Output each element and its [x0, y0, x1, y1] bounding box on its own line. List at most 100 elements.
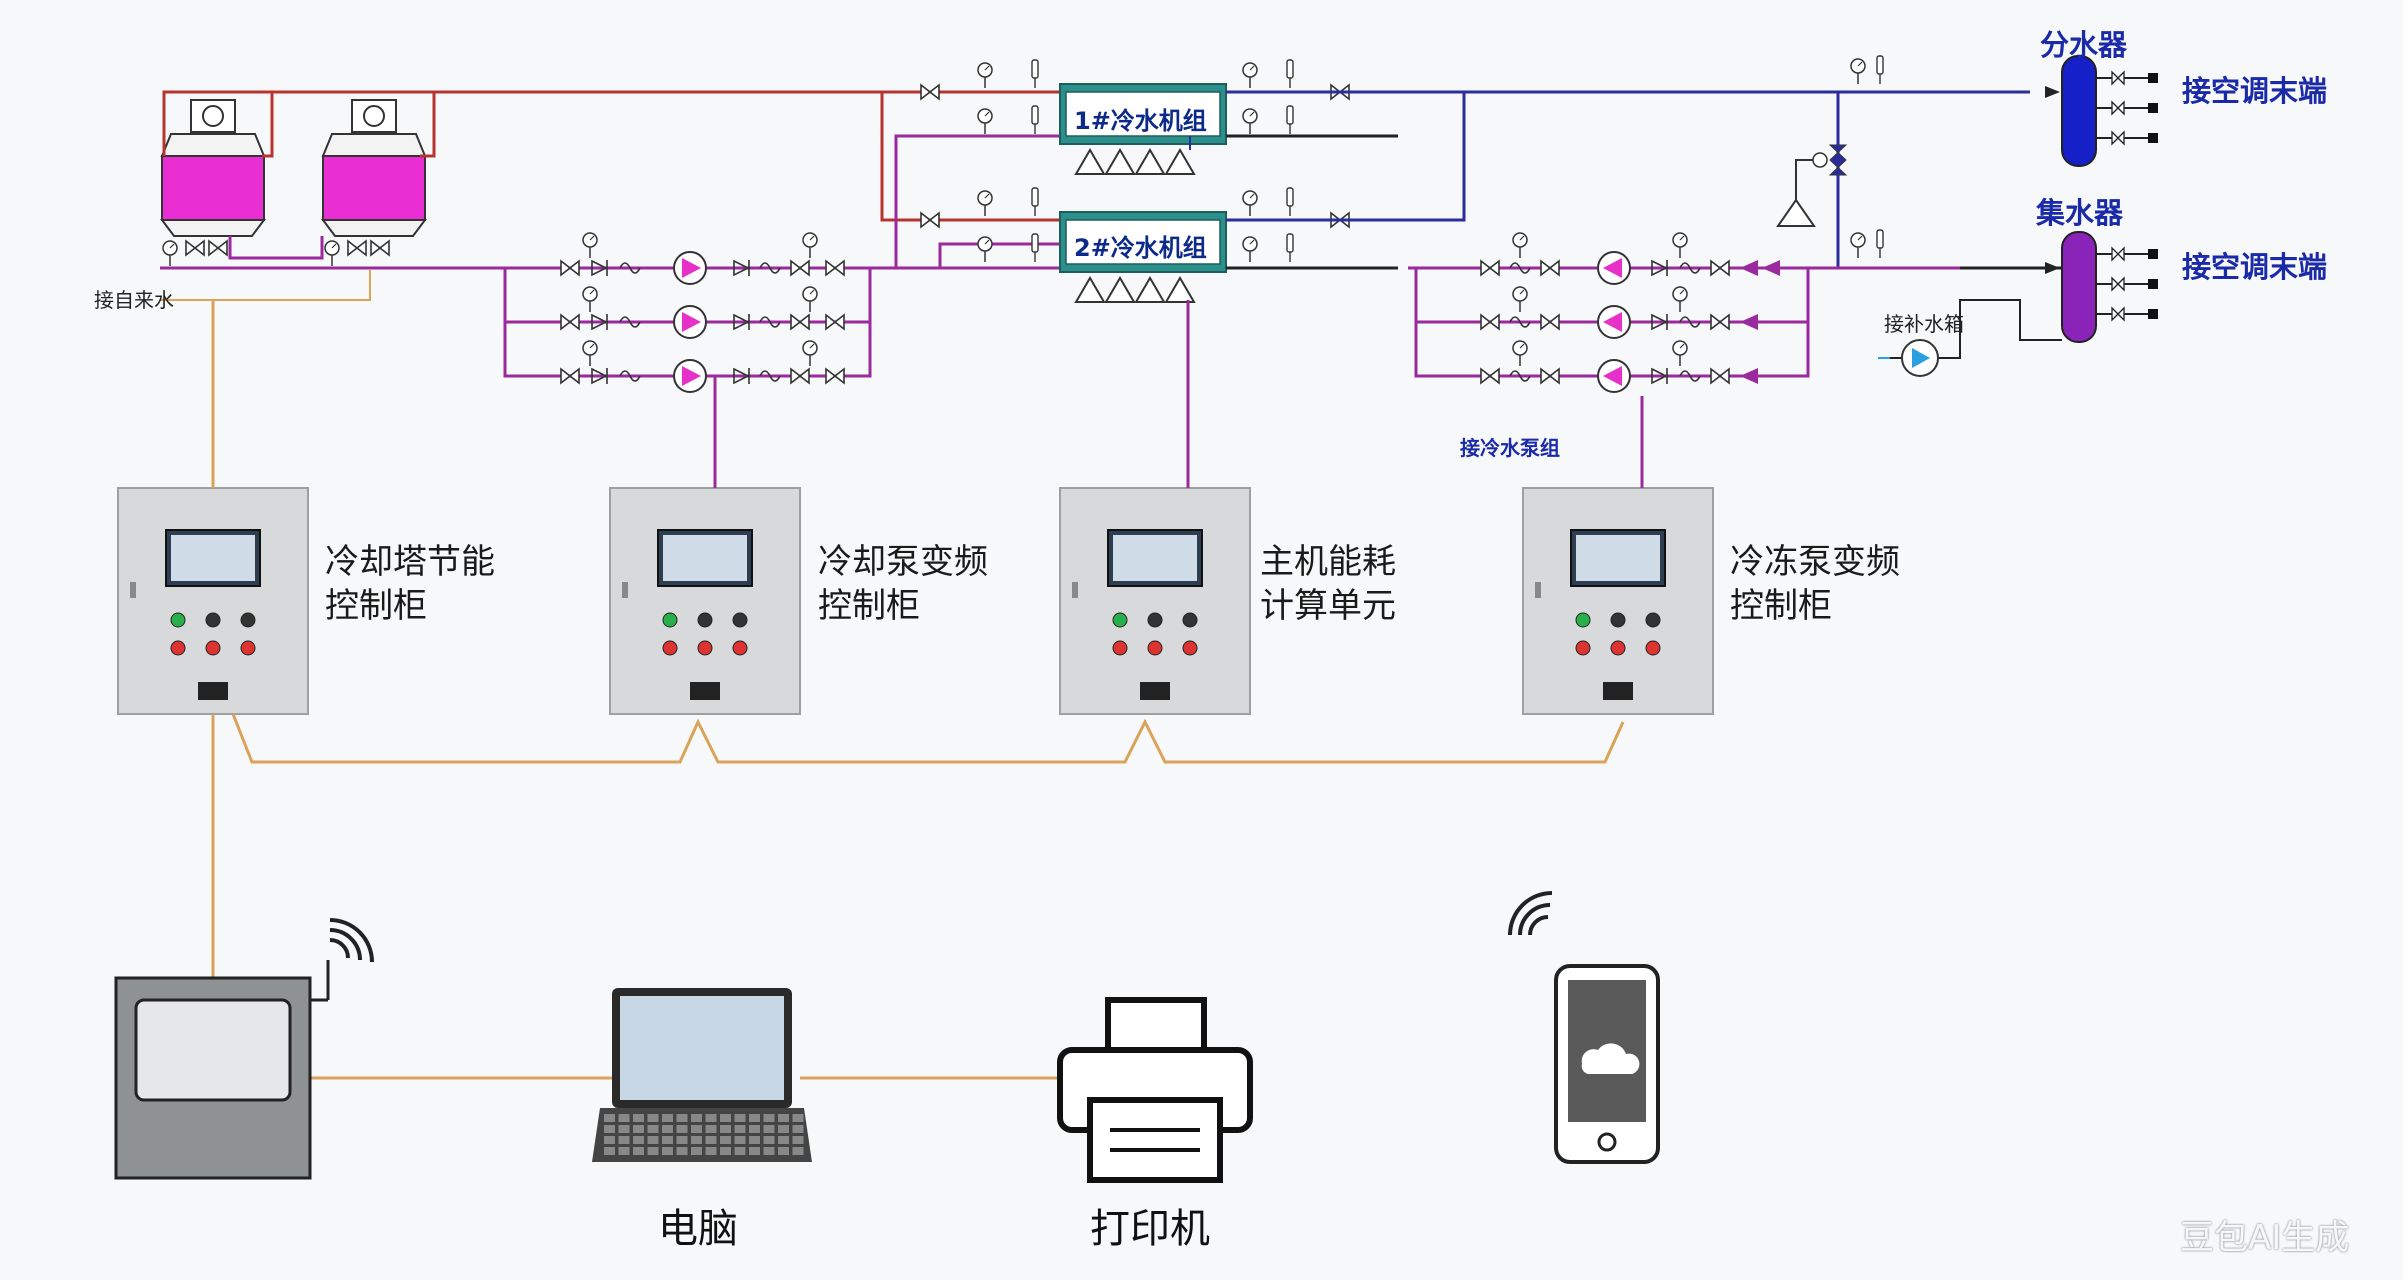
pressure-gauge-icon: [1850, 58, 1866, 84]
chiller-support-icon: [1164, 148, 1196, 175]
cabinet-button-icon: [170, 612, 186, 628]
support-icon: [1776, 198, 1816, 227]
thermometer-icon: [1876, 229, 1884, 258]
cabinet-button-icon: [1610, 640, 1626, 656]
flow-arrow-icon: [2045, 86, 2060, 98]
valve-icon: [920, 83, 940, 101]
laptop-key-icon: [705, 1125, 717, 1133]
valve-icon: [560, 313, 580, 331]
thermometer-icon: [1286, 105, 1294, 134]
laptop-key-icon: [778, 1136, 789, 1144]
cabinet-2-line1: 冷却泵变频: [818, 542, 988, 582]
laptop-key-icon: [705, 1114, 717, 1122]
thermometer-icon: [1031, 59, 1039, 88]
valve-icon: [825, 313, 845, 331]
cabinet-button-icon: [662, 640, 678, 656]
thermometer-icon: [1031, 187, 1039, 216]
laptop-key-icon: [763, 1114, 775, 1122]
check-valve-icon: [1651, 259, 1668, 277]
flow-arrow-icon: [1740, 368, 1758, 384]
valve-icon: [1710, 259, 1730, 277]
laptop-key-icon: [705, 1147, 717, 1155]
laptop-key-icon: [647, 1125, 659, 1133]
laptop-key-icon: [647, 1114, 659, 1122]
pressure-gauge-icon: [582, 232, 598, 258]
cabinet-button-icon: [205, 612, 221, 628]
laptop-key-icon: [662, 1136, 673, 1144]
pressure-gauge-icon: [1672, 286, 1688, 312]
cabinet-button-icon: [240, 640, 256, 656]
cooling-tower-2: [321, 99, 427, 237]
cabinet-button-icon: [1182, 640, 1198, 656]
laptop-key-icon: [618, 1136, 630, 1144]
cooling-makeup-label: 接自来水: [94, 288, 174, 312]
cabinet-button-icon: [1645, 612, 1661, 628]
makeup-pipe: [1878, 299, 2062, 359]
return-terminal-label: 接空调末端: [2182, 250, 2328, 284]
cabinet-1-label: 冷却塔节能控制柜: [325, 540, 495, 628]
laptop-key-icon: [676, 1114, 688, 1122]
chilled-pump-group-label: 接冷水泵组: [1460, 436, 1560, 460]
thermometer-icon: [1286, 233, 1294, 262]
laptop-key-icon: [720, 1147, 731, 1155]
cabinet-button-icon: [662, 612, 678, 628]
flex-joint-icon: [619, 370, 641, 382]
flex-joint-icon: [1509, 262, 1531, 274]
computer-label: 电脑: [658, 1206, 738, 1252]
flow-arrow-icon: [1740, 314, 1758, 330]
valve-icon: [1480, 259, 1500, 277]
cabinet-handle-icon: [1535, 582, 1541, 598]
cooling-tower-1: [160, 99, 266, 237]
pressure-gauge-icon: [1672, 340, 1688, 366]
laptop-key-icon: [763, 1136, 775, 1144]
thermometer-icon: [1876, 55, 1884, 84]
valve-icon: [1540, 259, 1560, 277]
laptop-key-icon: [647, 1147, 659, 1155]
flow-arrow-icon: [1740, 260, 1758, 276]
cabinet-chilled-pump: [1522, 487, 1714, 715]
tower-gauge-icon: [324, 240, 340, 266]
cabinet-2-line2: 控制柜: [818, 586, 920, 626]
tower-fill-icon: [161, 155, 265, 221]
pressure-gauge-icon: [1242, 236, 1258, 262]
cooling-pump-icon: [673, 359, 707, 393]
laptop-key-icon: [734, 1125, 746, 1133]
makeup-tank-label: 接补水箱: [1884, 312, 1964, 336]
cabinet-button-icon: [1147, 640, 1163, 656]
makeup-pump-arrow-icon: [1912, 348, 1930, 368]
cabinet-port-icon: [690, 682, 720, 700]
cooling-pump-icon: [673, 251, 707, 285]
laptop-key-icon: [604, 1125, 615, 1133]
chiller-2: [1059, 211, 1227, 303]
laptop-key-icon: [778, 1114, 789, 1122]
chiller-1-label: 1#冷水机组: [1074, 107, 1207, 135]
flex-joint-icon: [759, 370, 781, 382]
laptop-key-icon: [763, 1147, 775, 1155]
cabinet-cooling-pump: [609, 487, 801, 715]
fan-icon: [363, 105, 385, 127]
cabinet-3-line1: 主机能耗: [1260, 542, 1396, 582]
cabinet-3-label: 主机能耗计算单元: [1260, 540, 1396, 628]
support-line: [1795, 159, 1813, 200]
thermometer-icon: [1286, 187, 1294, 216]
pressure-gauge-icon: [977, 236, 993, 262]
cabinet-button-icon: [1645, 640, 1661, 656]
printer-tray-icon: [1087, 1097, 1223, 1183]
laptop-key-icon: [676, 1136, 688, 1144]
laptop-key-icon: [778, 1125, 789, 1133]
cabinet-handle-icon: [622, 582, 628, 598]
valve-icon: [825, 367, 845, 385]
chiller-support-icon: [1074, 276, 1106, 303]
chiller-2-label: 2#冷水机组: [1074, 234, 1207, 262]
check-valve-icon: [591, 313, 608, 331]
pressure-gauge-icon: [1242, 108, 1258, 134]
chiller-support-icon: [1104, 148, 1136, 175]
laptop-key-icon: [691, 1136, 702, 1144]
valve-icon: [1710, 313, 1730, 331]
pressure-gauge-icon: [1242, 190, 1258, 216]
pressure-gauge-icon: [1242, 62, 1258, 88]
chiller-support-icon: [1134, 276, 1166, 303]
supply-header: [2061, 55, 2158, 167]
chiller-cooling-pipe: [894, 134, 1060, 268]
valve-icon: [1540, 313, 1560, 331]
